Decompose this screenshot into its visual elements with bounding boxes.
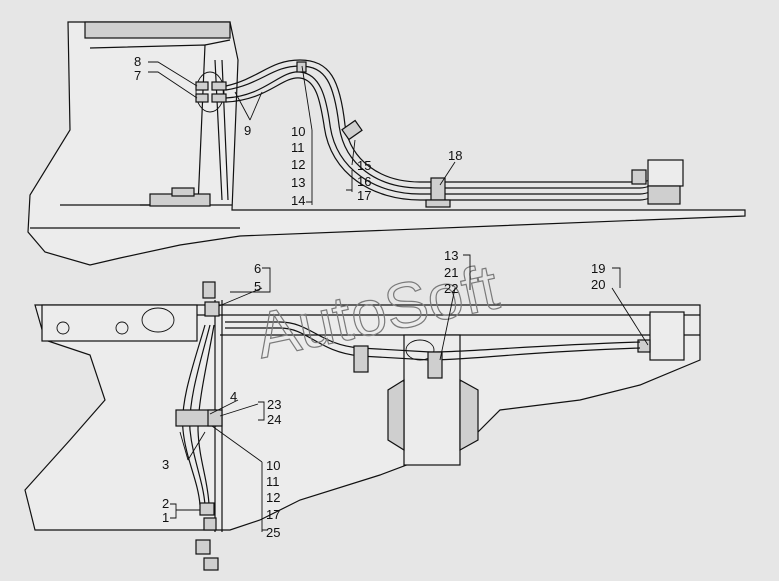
label-2: 2 [162,496,169,511]
hole-1 [56,321,70,335]
fitting-nut-2 [195,93,209,103]
hose-clamp-top [296,61,307,73]
fitting-nut-3 [211,81,227,91]
label-14: 14 [291,193,305,208]
label-13-lower: 13 [444,248,458,263]
label-21: 21 [444,265,458,280]
hole-3 [141,307,175,333]
label-19: 19 [591,261,605,276]
label-10-lower: 10 [266,458,280,473]
fitting-bottom-1 [203,517,217,531]
label-12-upper: 12 [291,157,305,172]
support-bracket-lower [427,351,443,379]
cross-member-flange-left [387,378,405,452]
fitting-bottom-25a [195,539,211,555]
label-1: 1 [162,510,169,525]
leader-lines [148,61,649,532]
hose-bundle-lower-v [182,324,215,506]
fitting-top-5 [204,301,220,317]
hole-2 [115,321,129,335]
label-22: 22 [444,281,458,296]
label-6: 6 [254,261,261,276]
label-23: 23 [267,397,281,412]
label-11-lower: 11 [266,474,280,489]
base-boss [171,187,195,197]
label-11-upper: 11 [291,140,305,155]
label-8: 8 [134,54,141,69]
label-17-lower: 17 [266,507,280,522]
hose-clamp-lower [353,345,369,373]
label-24: 24 [267,412,281,427]
hose-clamp-mid [341,119,363,141]
mount-plate [649,311,685,361]
frame-top-edge [204,39,231,46]
label-10-upper: 10 [291,124,305,139]
label-16: 16 [357,174,371,189]
lower-view [24,281,701,571]
valve-fitting [631,169,647,185]
upper-view [27,21,746,266]
label-18: 18 [448,148,462,163]
label-13-upper: 13 [291,175,305,190]
fitting-nut-1 [195,81,209,91]
fitting-top-6 [202,281,216,299]
label-9: 9 [244,123,251,138]
label-17-upper: 17 [357,188,371,203]
label-12-lower: 12 [266,490,280,505]
label-20: 20 [591,277,605,292]
fitting-circle [195,71,225,113]
fitting-bottom-2 [199,502,215,516]
label-7: 7 [134,68,141,83]
part-labels: 8 7 9 10 11 12 13 14 15 16 17 18 6 5 4 2… [134,54,605,540]
frame-top-rail [84,21,231,39]
label-4: 4 [230,389,237,404]
label-25: 25 [266,525,280,540]
fitting-bottom-25b [203,557,219,571]
support-base-18 [425,199,451,208]
label-5: 5 [254,279,261,294]
label-15: 15 [357,158,371,173]
cross-member-flange-right [459,378,479,452]
clamp-bolt-23 [207,409,223,427]
valve-mount [647,185,681,205]
fitting-nut-4 [211,93,227,103]
label-3: 3 [162,457,169,472]
valve-block [647,159,684,187]
